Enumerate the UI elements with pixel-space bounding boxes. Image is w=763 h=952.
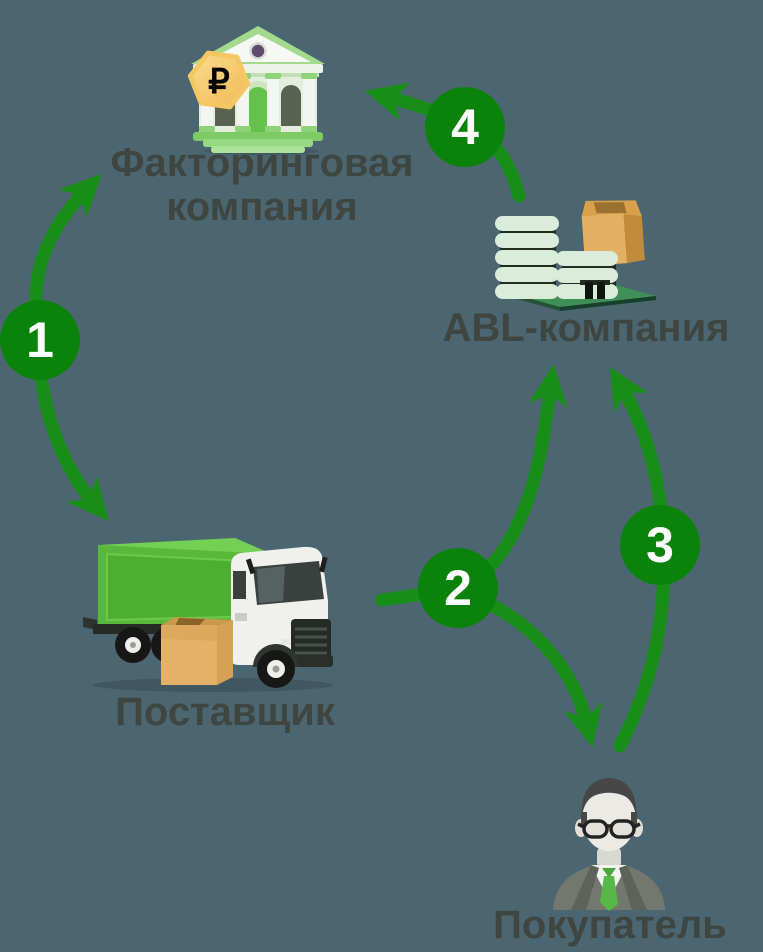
businessman-icon [553, 778, 665, 911]
ruble-symbol: ₽ [208, 63, 230, 101]
step-badge-2: 2 [418, 548, 498, 628]
delivery-truck-with-box-icon [83, 538, 333, 692]
factoring-label-line2: компания [166, 185, 358, 229]
bank-building-with-ruble-icon: ₽ [187, 26, 325, 155]
office-building-with-box-icon [495, 200, 656, 311]
factoring-label-line1: Факторинговая [110, 141, 414, 185]
step-badge-3: 3 [620, 505, 700, 585]
abl-company-label: ABL-компания [442, 306, 730, 350]
tie-icon [600, 868, 618, 911]
factoring-company-label: Факторинговая компания [62, 141, 462, 229]
ruble-hexagon-icon: ₽ [187, 50, 251, 110]
buyer-label: Покупатель [493, 903, 727, 947]
cardboard-box-icon [161, 617, 233, 685]
step-badge-4: 4 [425, 87, 505, 167]
step-badge-1: 1 [0, 300, 80, 380]
glasses-icon [577, 819, 641, 839]
supplier-label: Поставщик [115, 690, 335, 734]
